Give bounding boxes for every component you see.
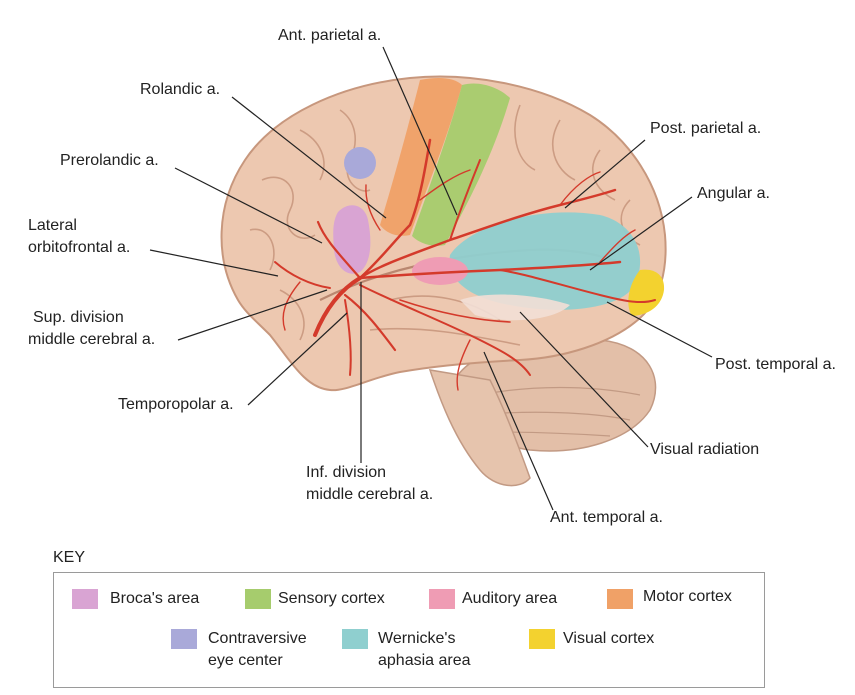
sensory-cortex-area [412,83,510,246]
key-swatch-visual-cortex [529,629,555,649]
label-visual-radiation: Visual radiation [650,441,760,458]
key-legend: Broca's area Sensory cortex Auditory are… [53,572,765,688]
wernickes-area [449,212,641,310]
key-label-motor-cortex: Motor cortex [643,588,732,605]
label-post-temporal: Post. temporal a. [715,356,836,373]
auditory-area [412,257,468,285]
label-ant-temporal: Ant. temporal a. [550,509,663,526]
key-swatch-wernickes-aphasia-area [342,629,368,649]
motor-cortex-area [380,77,462,236]
contraversive-eye-center-area [344,147,376,179]
label-lateral-orbitofrontal-line2: orbitofrontal a. [28,239,131,256]
key-label-visual-cortex: Visual cortex [563,630,655,647]
key-label-sensory-cortex: Sensory cortex [278,590,385,607]
label-sup-division-line2: middle cerebral a. [28,331,156,348]
visual-radiation-area [460,294,570,321]
key-label-contraversive-line1: Contraversive [208,630,307,647]
brocas-area [333,205,371,274]
label-sup-division-line1: Sup. division [33,309,124,326]
key-label-wernickes-line2: aphasia area [378,652,471,669]
key-swatch-contraversive-eye-center [171,629,197,649]
key-swatch-brocas-area [72,589,98,609]
key-swatch-sensory-cortex [245,589,271,609]
visual-cortex-area [628,269,665,316]
key-title: KEY [53,549,86,566]
brain-illustration [149,46,713,511]
label-inf-division-line2: middle cerebral a. [306,486,434,503]
key-label-contraversive-line2: eye center [208,652,283,669]
middle-cerebral-artery-branches [274,138,656,391]
label-ant-parietal: Ant. parietal a. [278,27,382,44]
label-prerolandic: Prerolandic a. [60,152,159,169]
key-label-brocas-area: Broca's area [110,590,200,607]
key-swatch-auditory-area [429,589,455,609]
key-label-auditory-area: Auditory area [462,590,558,607]
label-rolandic: Rolandic a. [140,81,221,98]
label-angular: Angular a. [697,185,770,202]
leader-lines [149,46,713,511]
label-lateral-orbitofrontal-line1: Lateral [28,217,77,234]
label-post-parietal: Post. parietal a. [650,120,762,137]
brainstem [428,369,531,487]
key-label-wernickes-line1: Wernicke's [378,630,456,647]
label-inf-division-line1: Inf. division [306,464,387,481]
label-temporopolar: Temporopolar a. [118,396,234,413]
key-swatch-motor-cortex [607,589,633,609]
